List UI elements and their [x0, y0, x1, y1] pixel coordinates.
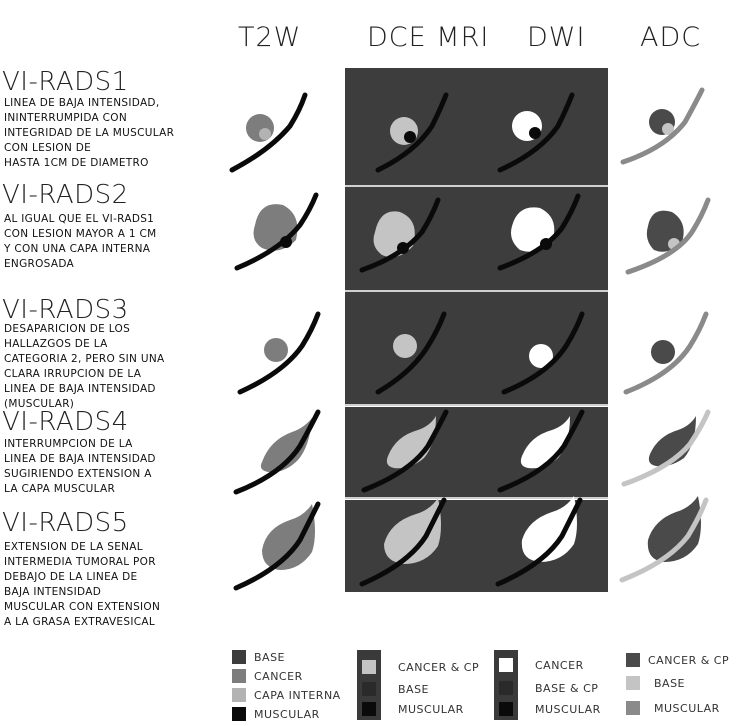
- lesion-adc-5: [619, 496, 709, 583]
- vi-rads-diagram: [229, 68, 711, 592]
- swatch-muscular: [499, 702, 513, 716]
- column-header-dce: DCE MRI: [367, 22, 490, 53]
- category-title-5: VI-RADS5: [2, 508, 129, 538]
- legend-dwi-label: BASE & CP: [535, 681, 599, 695]
- legend-dwi-label: MUSCULAR: [535, 702, 601, 716]
- swatch-muscular: [232, 707, 246, 721]
- dark-panel-row-4: [345, 407, 608, 497]
- category-description-1: LINEA DE BAJA INTENSIDAD, ININTERRUMPIDA…: [4, 97, 175, 169]
- lesion-t2w-1: [229, 92, 308, 173]
- lesion-dce-1: [375, 92, 449, 173]
- lesion-t2w-3: [237, 311, 321, 395]
- category-title-1: VI-RADS1: [2, 67, 129, 97]
- legend-dce-label: MUSCULAR: [398, 702, 464, 716]
- lesion-dce-2: [359, 197, 441, 273]
- legend-t2w: BASE CANCER CAPA INTERNA MUSCULAR: [232, 650, 342, 724]
- column-header-t2w: T2W: [238, 22, 302, 53]
- category-description-2: AL IGUAL QUE EL VI-RADS1 CON LESION MAYO…: [4, 213, 157, 270]
- legend-dwi-label: CANCER: [535, 658, 584, 672]
- swatch-cancer: [232, 669, 246, 683]
- column-header-dwi: DWI: [527, 22, 586, 53]
- legend-adc-label: MUSCULAR: [654, 701, 720, 715]
- legend-t2w-label: CANCER: [254, 669, 303, 683]
- swatch-muscular: [626, 701, 640, 715]
- swatch-base: [232, 650, 246, 664]
- swatch-cancer-cp: [626, 653, 640, 667]
- category-description-3: DESAPARICION DE LOS HALLAZGOS DE LA CATE…: [4, 323, 165, 410]
- swatch-muscular: [362, 702, 376, 716]
- lesion-t2w-4: [233, 409, 321, 495]
- category-title-4: VI-RADS4: [2, 407, 129, 437]
- lesion-dwi-4: [497, 409, 585, 493]
- category-title-2: VI-RADS2: [2, 180, 129, 210]
- legend-adc: CANCER & CP BASE MUSCULAR: [626, 650, 736, 722]
- lesion-adc-2: [625, 197, 711, 275]
- lesion-dwi-1: [497, 92, 575, 173]
- legend-dce-label: CANCER & CP: [398, 660, 480, 674]
- lesion-dwi-2: [497, 193, 581, 271]
- swatch-capa-interna: [232, 688, 246, 702]
- legend-t2w-label: CAPA INTERNA: [254, 688, 341, 702]
- lesion-adc-4: [621, 409, 711, 487]
- column-header-adc: ADC: [640, 22, 702, 53]
- swatch-cancer: [499, 658, 513, 672]
- legend-t2w-label: BASE: [254, 650, 286, 664]
- lesion-dwi-3: [501, 311, 585, 395]
- legend-adc-label: CANCER & CP: [648, 653, 730, 667]
- lesion-dce-4: [361, 409, 449, 493]
- lesion-dce-5: [359, 497, 447, 587]
- category-description-5: EXTENSION DE LA SENAL INTERMEDIA TUMORAL…: [4, 541, 161, 628]
- legend-adc-label: BASE: [654, 676, 686, 690]
- lesion-t2w-2: [234, 192, 319, 271]
- legend-t2w-label: MUSCULAR: [254, 707, 320, 721]
- lesion-dce-3: [375, 311, 447, 395]
- swatch-base-cp: [499, 681, 513, 695]
- swatch-base: [362, 682, 376, 696]
- legend-dce-label: BASE: [398, 682, 430, 696]
- swatch-cancer-cp: [362, 660, 376, 674]
- category-description-4: INTERRUMPCION DE LA LINEA DE BAJA INTENS…: [4, 438, 156, 495]
- lesion-t2w-5: [233, 501, 321, 591]
- swatch-base: [626, 676, 640, 690]
- category-title-3: VI-RADS3: [2, 295, 129, 325]
- legend-dce: CANCER & CP BASE MUSCULAR: [357, 650, 487, 722]
- lesion-adc-1: [620, 87, 705, 165]
- legend-dwi: CANCER BASE & CP MUSCULAR: [494, 650, 609, 722]
- lesion-adc-3: [623, 311, 709, 395]
- lesion-dwi-5: [495, 496, 583, 587]
